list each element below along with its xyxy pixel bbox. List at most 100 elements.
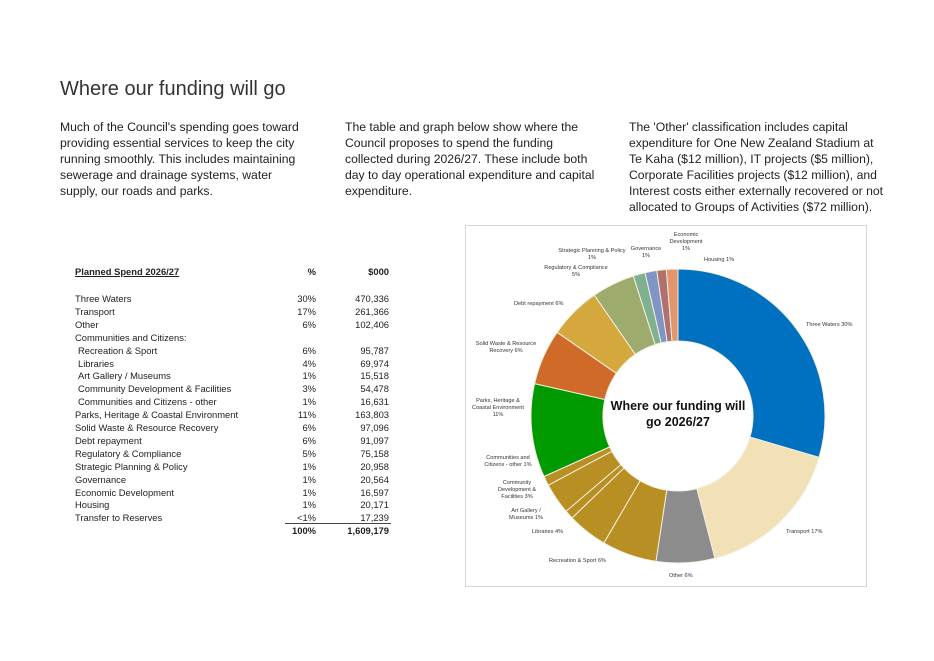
label-solid-waste: Solid Waste & Resource Recovery 6% xyxy=(475,341,537,354)
table-total-row: 100% 1,609,179 xyxy=(75,525,389,538)
row-pct: 1% xyxy=(302,473,316,485)
label-cc-other: Communities and Citizens - other 1% xyxy=(484,455,532,468)
row-pct: 6% xyxy=(302,318,316,330)
row-pct: 30% xyxy=(297,293,316,304)
table-title: Planned Spend 2026/27 xyxy=(75,266,180,277)
row-pct: 4% xyxy=(302,357,316,369)
row-pct: 1% xyxy=(302,499,316,511)
row-label: Transport xyxy=(75,305,115,317)
row-amount: 91,097 xyxy=(360,434,389,446)
label-regulatory: Regulatory & Compliance 5% xyxy=(544,265,608,278)
table-row: Transfer to Reserves <1% 17,239 xyxy=(75,512,389,525)
row-label: Art Gallery / Museums xyxy=(78,370,171,382)
row-label: Economic Development xyxy=(75,486,175,498)
row-pct: 1% xyxy=(302,396,316,408)
table-row: Communities and Citizens: xyxy=(75,332,389,345)
row-pct: 6% xyxy=(302,344,316,356)
total-pct: 100% xyxy=(292,525,316,536)
label-governance: Governance 1% xyxy=(630,246,662,259)
label-three-waters: Three Waters 30% xyxy=(806,322,853,328)
header-pct: % xyxy=(307,266,316,277)
label-parks: Parks, Heritage & Coastal Environment 11… xyxy=(472,398,524,418)
header-amount: $000 xyxy=(368,266,389,277)
row-amount: 163,803 xyxy=(355,409,389,421)
row-label: Strategic Planning & Policy xyxy=(75,460,188,472)
table-row: Libraries 4% 69,974 xyxy=(75,358,389,371)
table-explainer-paragraph: The table and graph below show where the… xyxy=(345,120,595,198)
row-label: Recreation & Sport xyxy=(78,344,158,356)
row-label: Parks, Heritage & Coastal Environment xyxy=(75,409,239,421)
table-row: Art Gallery / Museums 1% 15,518 xyxy=(75,370,389,383)
row-amount: 97,096 xyxy=(360,422,389,433)
row-amount: 54,478 xyxy=(360,383,389,395)
row-label: Solid Waste & Resource Recovery xyxy=(75,422,219,433)
page-title: Where our funding will go xyxy=(60,78,286,100)
row-amount: 102,406 xyxy=(355,318,389,330)
total-divider xyxy=(285,523,391,524)
row-label: Regulatory & Compliance xyxy=(75,447,182,459)
table-row: Economic Development 1% 16,597 xyxy=(75,487,389,500)
label-art-gallery: Art Gallery / Museums 1% xyxy=(509,508,543,521)
row-pct: 17% xyxy=(297,305,316,317)
table-row: Transport 17% 261,366 xyxy=(75,306,389,319)
slice-three-waters xyxy=(677,268,826,459)
row-amount: 17,239 xyxy=(360,512,389,524)
row-label: Communities and Citizens: xyxy=(75,331,187,343)
row-amount: 20,564 xyxy=(360,473,389,485)
row-label: Transfer to Reserves xyxy=(75,512,163,524)
row-amount: 16,597 xyxy=(360,486,389,498)
label-strategic: Strategic Planning & Policy 1% xyxy=(558,248,626,261)
row-amount: 20,171 xyxy=(360,499,389,511)
row-pct: 1% xyxy=(302,460,316,472)
label-other: Other 6% xyxy=(669,573,693,579)
table-row: Communities and Citizens - other 1% 16,631 xyxy=(75,396,389,409)
row-pct: <1% xyxy=(296,512,316,524)
row-amount: 261,366 xyxy=(355,305,389,317)
row-pct: 1% xyxy=(302,370,316,382)
table-row: Regulatory & Compliance 5% 75,158 xyxy=(75,448,389,461)
row-label: Housing xyxy=(75,499,110,511)
label-libraries: Libraries 4% xyxy=(532,529,564,535)
table-row: Debt repayment 6% 91,097 xyxy=(75,435,389,448)
label-recreation: Recreation & Sport 6% xyxy=(549,558,606,564)
funding-donut-chart: Where our funding will go 2026/27 Three … xyxy=(465,225,867,587)
row-amount: 15,518 xyxy=(360,370,389,382)
table-row: Three Waters 30% 470,336 xyxy=(75,293,389,306)
table-row: Governance 1% 20,564 xyxy=(75,474,389,487)
row-pct: 11% xyxy=(297,409,316,421)
row-label: Community Development & Facilities xyxy=(78,383,232,395)
slice-housing xyxy=(665,268,679,342)
label-transport: Transport 17% xyxy=(786,529,823,535)
table-row: Community Development & Facilities 3% 54,4… xyxy=(75,383,389,396)
table-row: Housing 1% 20,171 xyxy=(75,499,389,512)
table-row: Recreation & Sport 6% 95,787 xyxy=(75,345,389,358)
table-row: Strategic Planning & Policy 1% 20,958 xyxy=(75,461,389,474)
row-label: Governance xyxy=(75,473,127,485)
row-pct: 5% xyxy=(302,447,316,459)
row-amount: 16,631 xyxy=(360,396,389,408)
label-housing: Housing 1% xyxy=(704,257,735,263)
chart-title: Where our funding will go 2026/27 xyxy=(610,399,746,429)
other-classification-paragraph: The 'Other' classification includes capi… xyxy=(629,120,884,214)
row-amount: 75,158 xyxy=(360,447,389,459)
label-economic-development: Economic Development 1% xyxy=(669,232,703,252)
row-label: Libraries xyxy=(78,357,114,369)
row-pct: 1% xyxy=(302,486,316,498)
row-label: Debt repayment xyxy=(75,434,142,446)
row-pct: 6% xyxy=(302,434,316,446)
table-row: Parks, Heritage & Coastal Environment 11%… xyxy=(75,409,389,422)
table-row: Other 6% 102,406 xyxy=(75,319,389,332)
row-label: Three Waters xyxy=(75,293,132,304)
row-amount: 69,974 xyxy=(360,357,389,369)
row-amount: 470,336 xyxy=(355,293,389,304)
intro-paragraph: Much of the Council's spending goes towa… xyxy=(60,120,299,198)
row-label: Communities and Citizens - other xyxy=(78,396,217,408)
row-label: Other xyxy=(75,318,99,330)
label-community-development: Community Development & Facilities 3% xyxy=(497,480,537,500)
total-amount: 1,609,179 xyxy=(347,525,389,536)
row-pct: 3% xyxy=(302,383,316,395)
row-amount: 20,958 xyxy=(360,460,389,472)
table-header: Planned Spend 2026/27 % $000 xyxy=(75,266,389,279)
row-amount: 95,787 xyxy=(360,344,389,356)
